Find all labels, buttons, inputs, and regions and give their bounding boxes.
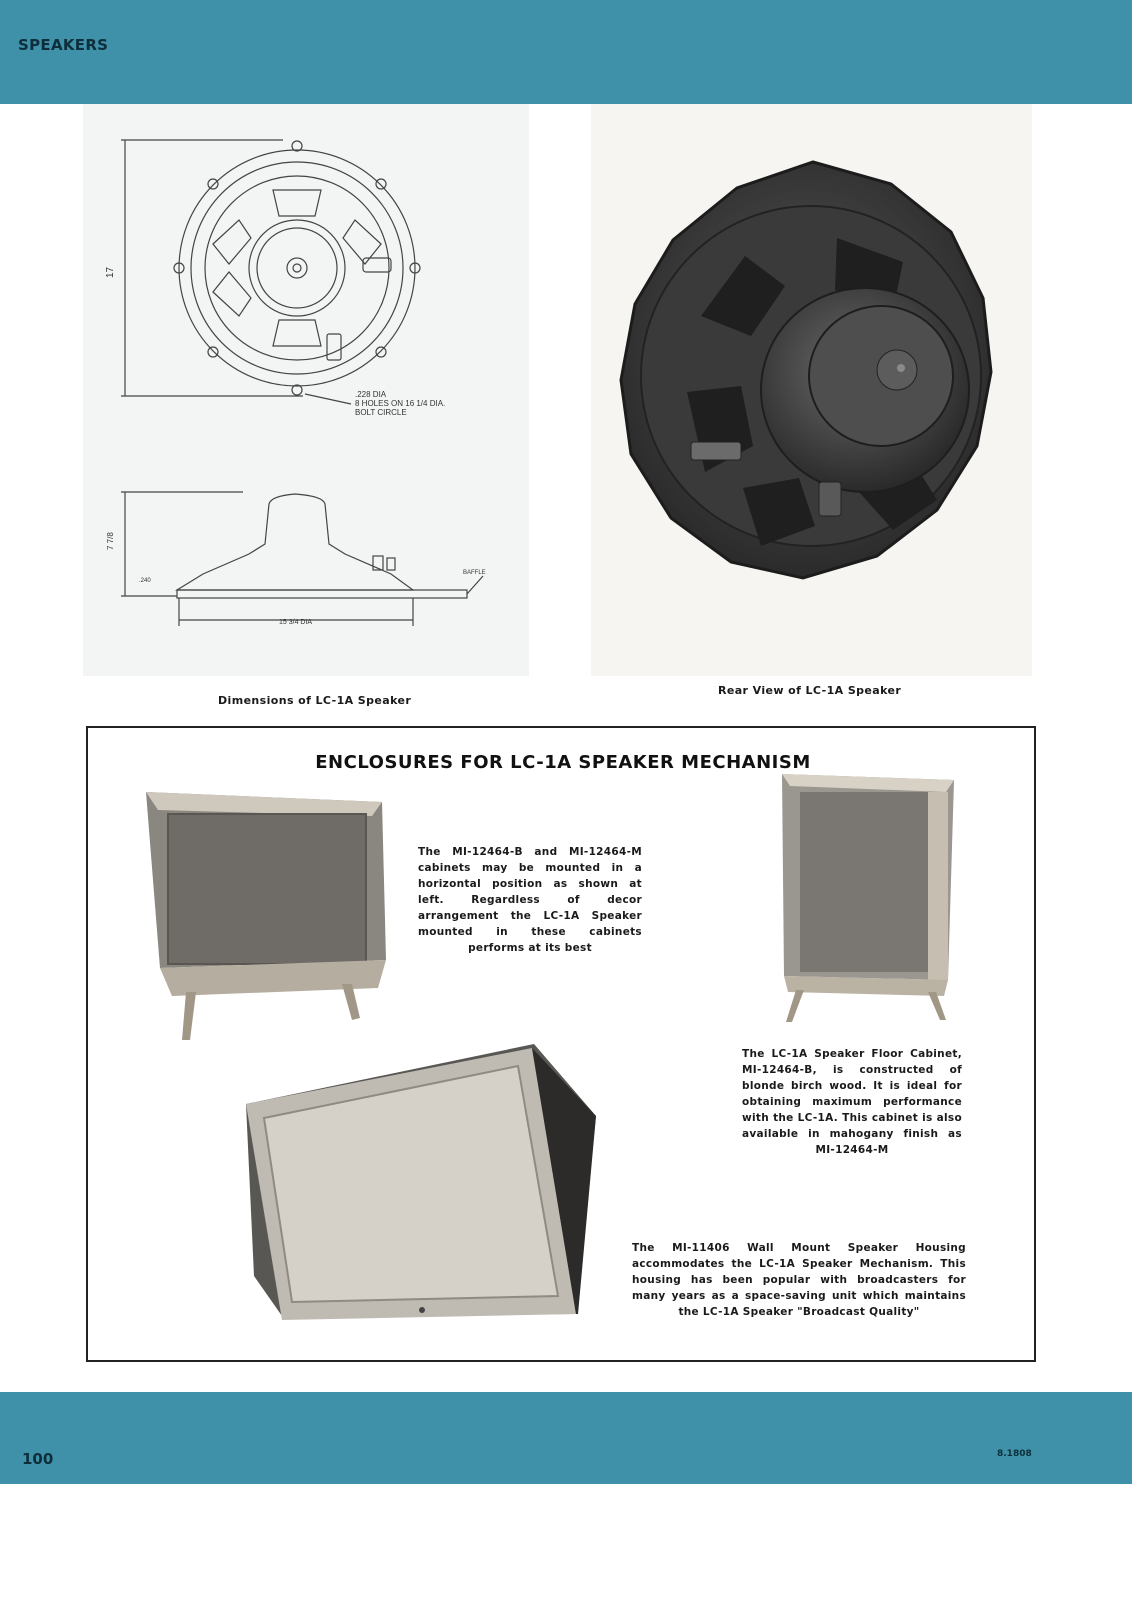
height-label: 17 [105,266,116,278]
dimensions-drawing-svg: 17 7 7/8 .240 BAFFLE 15 3/4 DIA .228 DIA… [105,139,486,626]
enclosures-box: ENCLOSURES FOR LC-1A SPEAKER MECHANISM T… [86,726,1036,1362]
header-band: SPEAKERS [0,0,1132,104]
enclosures-title: ENCLOSURES FOR LC-1A SPEAKER MECHANISM [315,752,811,773]
rear-view-caption: Rear View of LC-1A Speaker [718,684,902,697]
speaker-rear-image [619,160,993,580]
horizontal-cabinet-image [146,792,386,1040]
horizontal-cabinet-text: The MI-12464-B and MI-12464-M cabinets m… [418,846,642,954]
baffle-label: BAFFLE [463,570,486,576]
holes-label-3: BOLT CIRCLE [355,408,407,417]
wall-housing-text: The MI-11406 Wall Mount Speaker Housing … [632,1242,966,1318]
footer-band [0,1392,1132,1484]
floor-cabinet-text: The LC-1A Speaker Floor Cabinet, MI-1246… [742,1048,962,1156]
flange-label: .240 [139,578,151,584]
holes-label-2: 8 HOLES ON 16 1/4 DIA. [355,399,445,408]
dimensions-drawing: 17 7 7/8 .240 BAFFLE 15 3/4 DIA .228 DIA… [83,104,529,676]
floor-cabinet-image [782,774,954,1022]
wall-housing-image [246,1044,596,1320]
depth-label: 7 7/8 [106,532,115,550]
page-number: 100 [22,1450,54,1468]
section-title: SPEAKERS [18,36,109,54]
holes-label-1: .228 DIA [355,390,387,399]
rear-view-photo [591,104,1032,676]
cutout-label: 15 3/4 DIA [279,619,312,626]
document-code: 8.1808 [997,1449,1032,1459]
dimensions-caption: Dimensions of LC-1A Speaker [218,694,412,707]
